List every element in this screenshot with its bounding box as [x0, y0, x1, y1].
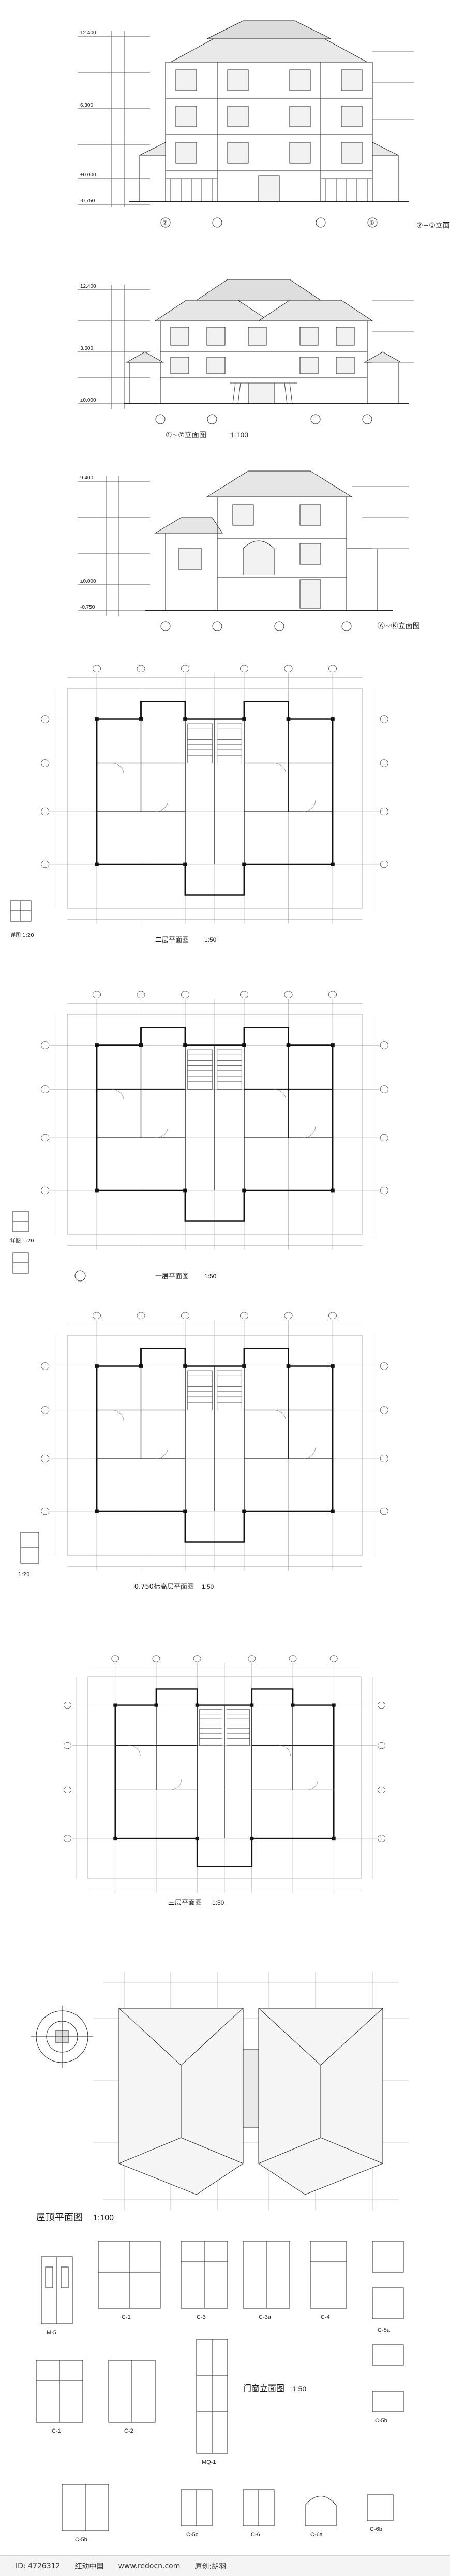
window-label: C-5c [186, 2531, 199, 2538]
elevation-3 [78, 470, 409, 631]
window-label: C-6 [251, 2531, 260, 2538]
window-label: C-6a [310, 2531, 323, 2538]
watermark-footer: ID: 4726312 红动中国 www.redocn.com 原创:胡羽 [0, 2555, 450, 2576]
section-title: -0.750标高层平面图 [132, 1583, 194, 1591]
section-title: 二层平面图 [155, 936, 189, 944]
section-title: 门窗立面图 [243, 2383, 284, 2393]
section-title: ①~⑦立面图 [166, 431, 206, 439]
level-label: 12.400 [80, 30, 96, 36]
window-label: C-5b [75, 2537, 87, 2543]
level-label: ±0.000 [80, 172, 96, 178]
level-label: 6.300 [80, 102, 93, 108]
section-title: 三层平面图 [168, 1899, 202, 1907]
window-label: C-1 [122, 2314, 131, 2320]
level-label: ±0.000 [80, 579, 96, 584]
detail-2 [12, 1211, 29, 1274]
detail-3 [20, 1532, 39, 1564]
window-label: C-1 [52, 2428, 61, 2434]
level-label: -0.750 [80, 198, 95, 204]
section-scale: 1:50 [212, 1899, 224, 1906]
window-label: MQ-1 [202, 2459, 216, 2465]
section-scale: 1:50 [292, 2384, 306, 2393]
window-label: M-5 [47, 2330, 56, 2336]
footer-url: www.redocn.com [118, 2562, 181, 2570]
door-window-elevations [36, 2241, 404, 2531]
section-title: Ⓐ~Ⓚ立面图 [378, 622, 420, 630]
window-label: C-2 [124, 2428, 133, 2434]
level-label: 9.400 [80, 475, 93, 481]
window-label: C-5b [375, 2418, 387, 2424]
section-scale: 1:50 [204, 936, 217, 944]
window-label: C-6b [370, 2526, 382, 2533]
footer-site: 红动中国 [74, 2562, 104, 2571]
footer-id: ID: 4726312 [16, 2562, 61, 2570]
window-label: C-3 [197, 2314, 206, 2320]
level-label: ±0.000 [80, 398, 96, 403]
axis-label: ⑦ [162, 220, 168, 226]
window-label: C-3a [259, 2314, 272, 2320]
detail-label: 1:20 [18, 1572, 29, 1578]
detail-1 [10, 900, 32, 922]
section-scale: 1:50 [202, 1583, 214, 1591]
compass-icon [31, 2006, 93, 2068]
roof-plan [93, 1972, 409, 2210]
elevation-2 [78, 279, 414, 424]
level-label: 12.400 [80, 284, 96, 289]
section-scale: 1:100 [93, 2214, 114, 2222]
level-markers-1 [78, 31, 150, 207]
footer-user: 原创:胡羽 [194, 2562, 227, 2571]
detail-label: 详图 1:20 [10, 1237, 34, 1244]
elevation-1 [78, 20, 414, 228]
north-arrow-icon [74, 1270, 86, 1282]
window-label: C-5a [378, 2327, 391, 2333]
level-label: 3.600 [80, 346, 93, 351]
section-scale: 1:100 [230, 431, 248, 439]
section-title: 一层平面图 [155, 1273, 189, 1280]
detail-label: 详图 1:20 [10, 932, 34, 938]
section-title: 屋顶平面图 [36, 2212, 83, 2223]
level-label: -0.750 [80, 605, 95, 610]
section-title: ⑦~①立面图 [416, 222, 450, 230]
section-scale: 1:50 [204, 1273, 217, 1280]
axis-label: ① [369, 220, 374, 226]
window-label: C-4 [321, 2314, 330, 2320]
